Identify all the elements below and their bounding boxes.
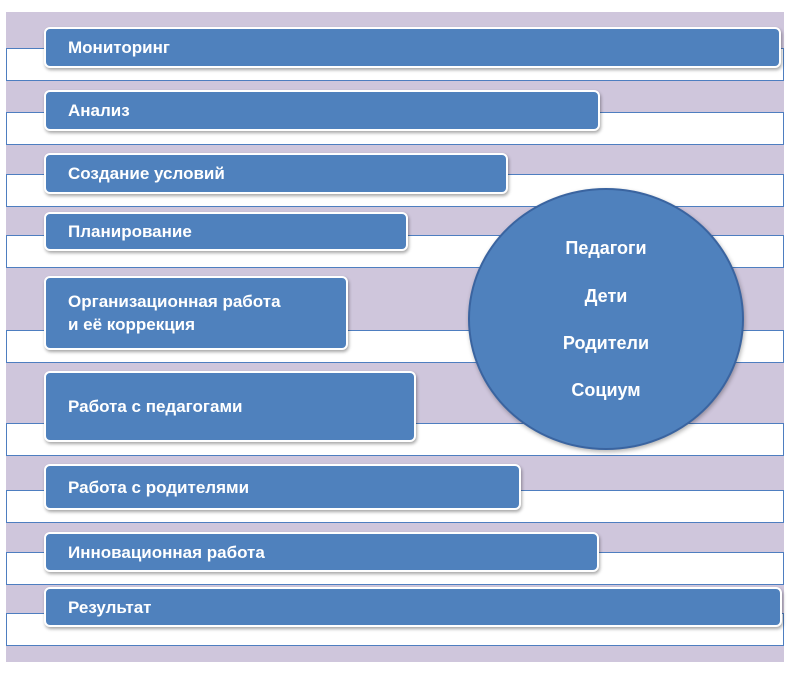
participant-teachers: Педагоги <box>565 238 647 258</box>
stage-work-with-teachers: Работа с педагогами <box>44 371 416 442</box>
stage-label: Создание условий <box>68 164 225 183</box>
stage-creating-conditions: Создание условий <box>44 153 508 194</box>
stage-label: Работа с родителями <box>68 477 250 497</box>
participant-parents: Родители <box>562 333 650 353</box>
stage-innovation-work: Инновационная работа <box>44 532 599 572</box>
stage-label: Планирование <box>68 222 192 241</box>
stage-label: Мониторинг <box>68 38 170 57</box>
stage-label: Результат <box>68 597 152 617</box>
stage-label: Инновационная работа <box>68 542 265 562</box>
stage-work-with-parents: Работа с родителями <box>44 464 521 510</box>
participant-children: Дети <box>584 286 628 306</box>
participants-circle: Педагоги Дети Родители Социум <box>468 188 744 450</box>
stage-analysis: Анализ <box>44 90 600 131</box>
stage-monitoring: Мониторинг <box>44 27 781 68</box>
stage-label: Анализ <box>68 101 130 120</box>
stage-label: Организационная работа и её коррекция <box>68 292 281 334</box>
participant-society: Социум <box>571 380 641 400</box>
stage-result: Результат <box>44 587 782 627</box>
stage-organizational-work: Организационная работа и её коррекция <box>44 276 348 350</box>
stage-planning: Планирование <box>44 212 408 251</box>
stage-label: Работа с педагогами <box>68 397 243 416</box>
